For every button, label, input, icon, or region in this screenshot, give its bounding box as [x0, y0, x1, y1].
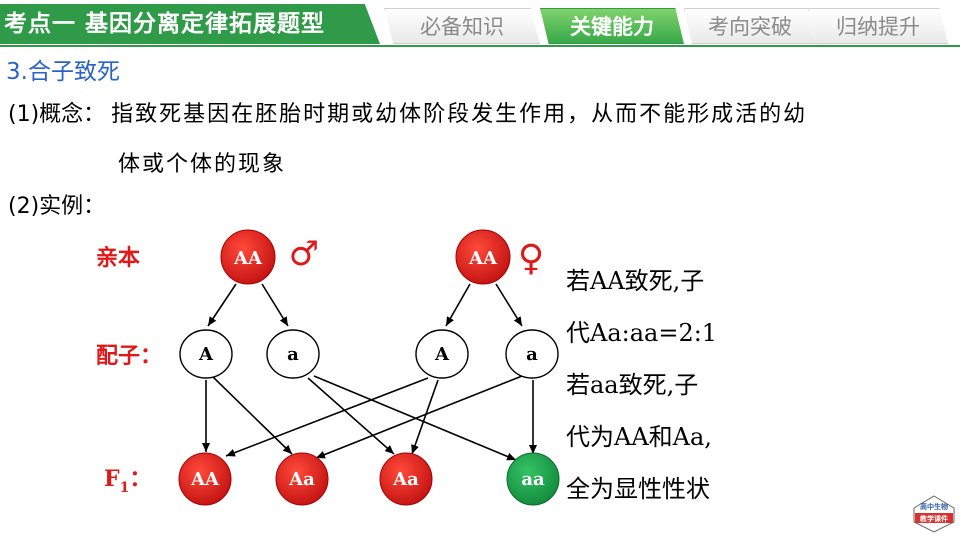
- parent-female-genotype: AA: [468, 248, 498, 269]
- top-navigation: 考点一 基因分离定律拓展题型 必备知识 关键能力 考向突破 归纳提升: [0, 0, 960, 48]
- section-title: 3.合子致死: [6, 59, 120, 85]
- parent-male: AA: [220, 229, 276, 285]
- gamete-4-label: a: [526, 344, 538, 365]
- notes: 若AA致死,子 代Aa:aa=2:1 若aa致死,子 代为AA和Aa, 全为显性…: [566, 255, 766, 515]
- offspring-1: [178, 452, 232, 506]
- gamete-4: [505, 329, 559, 379]
- offspring-3-label: Aa: [392, 469, 419, 490]
- note-line-1: 若AA致死,子: [566, 267, 705, 295]
- female-symbol-icon: ♀: [518, 238, 544, 279]
- offspring-1-label: AA: [190, 469, 220, 490]
- concept-label: (1)概念：: [8, 102, 106, 127]
- page-title: 考点一 基因分离定律拓展题型: [0, 4, 380, 44]
- offspring-2: [275, 452, 329, 506]
- gamete-3: [415, 329, 469, 379]
- note-line-5: 全为显性性状: [566, 475, 710, 503]
- parent-male-genotype: AA: [233, 248, 263, 269]
- arrows: [202, 283, 537, 461]
- gamete-1: [179, 329, 233, 379]
- gamete-2: [266, 329, 320, 379]
- gametes-label: 配子：: [96, 344, 162, 369]
- tab-summary[interactable]: 归纳提升: [808, 8, 948, 44]
- concept-text-2: 体或个体的现象: [118, 152, 287, 177]
- concept-text-1: 指致死基因在胚胎时期或幼体阶段发生作用，从而不能形成活的幼: [111, 102, 808, 127]
- offspring-4-label: aa: [521, 469, 545, 490]
- title-underline: [0, 45, 960, 47]
- male-symbol-icon: ♂: [289, 234, 319, 274]
- f1-label: F1：: [104, 466, 151, 496]
- parent-female: AA: [455, 229, 511, 285]
- logo-line-2: 教学课件: [919, 514, 948, 523]
- concept-line: (1)概念：指致死基因在胚胎时期或幼体阶段发生作用，从而不能形成活的幼: [8, 96, 807, 128]
- parents-label: 亲本: [96, 246, 140, 271]
- tab-key-abilities[interactable]: 关键能力: [540, 8, 684, 44]
- gamete-1-label: A: [198, 344, 214, 365]
- note-line-3: 若aa致死,子: [566, 371, 699, 399]
- gamete-3-label: A: [434, 344, 450, 365]
- logo-line-1: 高中生物: [920, 502, 948, 511]
- gamete-2-label: a: [287, 344, 299, 365]
- tab-essential-knowledge[interactable]: 必备知识: [384, 8, 540, 44]
- note-line-4: 代为AA和Aa,: [566, 423, 712, 451]
- courseware-logo: 高中生物 教学课件: [913, 495, 955, 533]
- gamete-row: A a A a: [179, 329, 559, 379]
- offspring-3: [379, 452, 433, 506]
- example-label: (2)实例：: [8, 194, 106, 219]
- offspring-row: AA Aa Aa aa: [178, 452, 560, 506]
- offspring-4: [506, 452, 560, 506]
- note-line-2: 代Aa:aa=2:1: [566, 319, 718, 347]
- offspring-2-label: Aa: [288, 469, 315, 490]
